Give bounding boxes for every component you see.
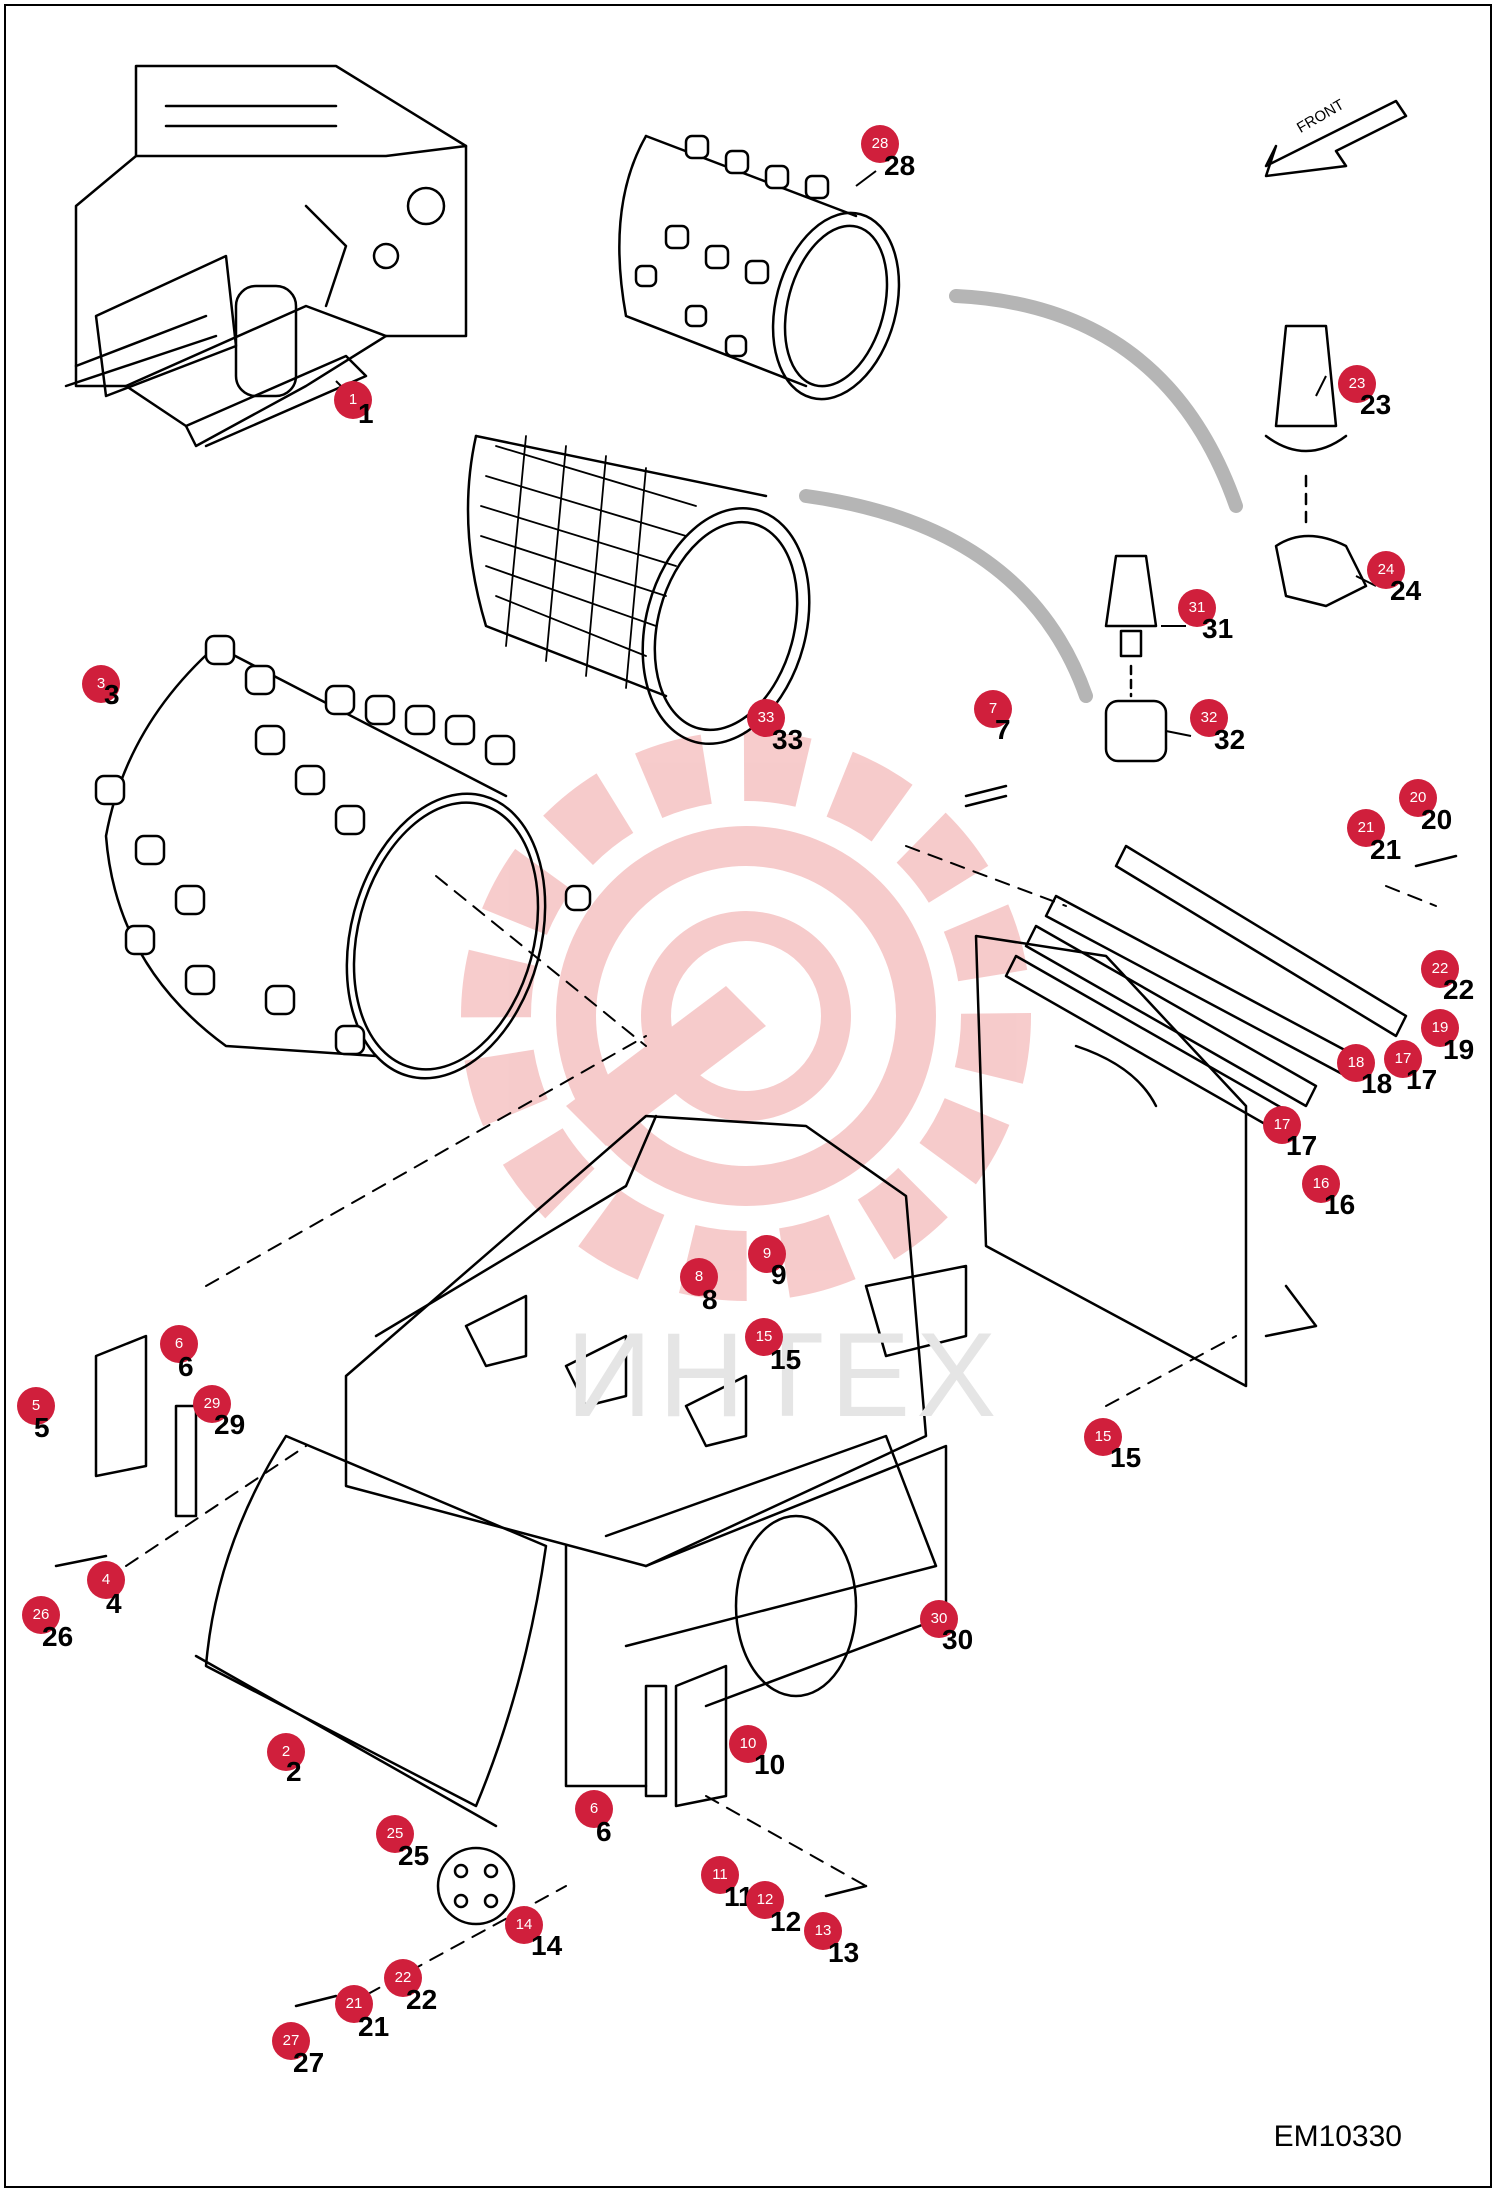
tooth-and-holder bbox=[1264, 324, 1368, 608]
callout-label-c15a: 15 bbox=[770, 1344, 802, 1375]
callout-badge-c2: 2 bbox=[267, 1733, 305, 1771]
watermark-text: ИНТЕХ bbox=[566, 1308, 1003, 1442]
callout-badge-c21a: 21 bbox=[1347, 809, 1385, 847]
callout-label-c12: 12 bbox=[770, 1906, 802, 1937]
callout-label-c17b: 17 bbox=[1406, 1064, 1438, 1095]
callout-label-c31: 31 bbox=[1202, 613, 1234, 644]
callout-label-c21a: 21 bbox=[1370, 834, 1402, 865]
small-drum bbox=[618, 134, 901, 401]
callout-badge-c24: 24 bbox=[1367, 551, 1405, 589]
callout-label-c26: 26 bbox=[42, 1621, 74, 1652]
attachment-assembly bbox=[64, 64, 468, 448]
drawing-code: EM10330 bbox=[1273, 2120, 1402, 2153]
callout-badge-c20: 20 bbox=[1399, 779, 1437, 817]
callout-label-c4: 4 bbox=[106, 1588, 122, 1619]
exploded-parts-diagram bbox=[54, 64, 1458, 2008]
callout-badge-c3: 3 bbox=[82, 665, 120, 703]
callout-label-c32: 32 bbox=[1214, 724, 1246, 755]
callout-badge-c25: 25 bbox=[376, 1815, 414, 1853]
callout-label-c29: 29 bbox=[214, 1409, 246, 1440]
callout-badge-c12: 12 bbox=[746, 1881, 784, 1919]
callout-label-c21b: 21 bbox=[358, 2011, 390, 2042]
callout-badge-c4: 4 bbox=[87, 1561, 125, 1599]
callout-badge-c5: 5 bbox=[17, 1387, 55, 1425]
callout-badge-c14: 14 bbox=[505, 1906, 543, 1944]
pad-drum bbox=[94, 634, 592, 1080]
callout-badge-c27: 27 bbox=[272, 2022, 310, 2060]
callout-badge-c21b: 21 bbox=[335, 1985, 373, 2023]
pick-and-sleeve bbox=[1104, 554, 1168, 763]
callout-badge-c28: 28 bbox=[861, 125, 899, 163]
callout-badge-c15b: 15 bbox=[1084, 1418, 1122, 1456]
callout-badge-c30: 30 bbox=[920, 1600, 958, 1638]
callout-label-c13: 13 bbox=[828, 1937, 860, 1968]
callout-label-c1: 1 bbox=[358, 398, 374, 429]
callout-label-c18: 18 bbox=[1361, 1068, 1393, 1099]
callout-badge-c22b: 22 bbox=[384, 1959, 422, 1997]
callout-badge-c10: 10 bbox=[729, 1725, 767, 1763]
callout-badge-c7: 7 bbox=[974, 690, 1012, 728]
callout-badge-c15a: 15 bbox=[745, 1318, 783, 1356]
hub-flange bbox=[436, 1846, 516, 1926]
callout-label-c15b: 15 bbox=[1110, 1442, 1142, 1473]
fasteners bbox=[54, 784, 1458, 2008]
callout-badge-c6a: 6 bbox=[160, 1325, 198, 1363]
callout-label-c17a: 17 bbox=[1286, 1130, 1318, 1161]
callout-badge-c9: 9 bbox=[748, 1235, 786, 1273]
callout-label-c6a: 6 bbox=[178, 1351, 194, 1382]
callout-label-c5: 5 bbox=[34, 1412, 50, 1443]
callout-label-c14: 14 bbox=[531, 1930, 563, 1961]
side-brackets bbox=[94, 1334, 728, 1808]
callout-label-c28: 28 bbox=[884, 150, 916, 181]
callout-label-c25: 25 bbox=[398, 1840, 430, 1871]
callout-badge-c19: 19 bbox=[1421, 1009, 1459, 1047]
callout-label-c9: 9 bbox=[771, 1259, 787, 1290]
callout-badge-c6b: 6 bbox=[575, 1790, 613, 1828]
callout-label-c3: 3 bbox=[104, 679, 120, 710]
callout-label-c19: 19 bbox=[1443, 1034, 1475, 1065]
callout-badge-c32: 32 bbox=[1190, 699, 1228, 737]
tooth-drum bbox=[466, 434, 811, 745]
callout-label-c30: 30 bbox=[942, 1624, 974, 1655]
callout-badge-c13: 13 bbox=[804, 1912, 842, 1950]
callout-label-c33: 33 bbox=[772, 724, 804, 755]
callout-badge-c26: 26 bbox=[22, 1596, 60, 1634]
callout-label-c20: 20 bbox=[1421, 804, 1453, 835]
callout-badge-c31: 31 bbox=[1178, 589, 1216, 627]
callout-badge-c1: 1 bbox=[334, 381, 372, 419]
callout-label-c8: 8 bbox=[702, 1284, 718, 1315]
wear-strips bbox=[1004, 844, 1408, 1138]
housing-frame bbox=[344, 1114, 968, 1788]
callout-badge-c11: 11 bbox=[701, 1856, 739, 1894]
callout-badge-c22a: 22 bbox=[1421, 950, 1459, 988]
assembly-lines bbox=[125, 845, 1437, 2007]
callout-label-c24: 24 bbox=[1390, 575, 1422, 606]
callout-label-c22a: 22 bbox=[1443, 974, 1475, 1005]
callout-badge-c17a: 17 bbox=[1263, 1106, 1301, 1144]
callout-label-c22b: 22 bbox=[406, 1984, 438, 2015]
callout-badge-c18: 18 bbox=[1337, 1044, 1375, 1082]
callout-badge-c16: 16 bbox=[1302, 1165, 1340, 1203]
callout-badge-c8: 8 bbox=[680, 1258, 718, 1296]
front-arrow-shape bbox=[1264, 99, 1408, 178]
callout-label-c10: 10 bbox=[754, 1749, 786, 1780]
callout-label-c6b: 6 bbox=[596, 1816, 612, 1847]
callout-badge-c17b: 17 bbox=[1384, 1040, 1422, 1078]
side-plate bbox=[974, 934, 1318, 1388]
callout-badge-c33: 33 bbox=[747, 699, 785, 737]
callout-label-c7: 7 bbox=[995, 714, 1011, 745]
cover-plate bbox=[194, 1434, 548, 1828]
callout-label-c23: 23 bbox=[1360, 389, 1392, 420]
callout-label-c2: 2 bbox=[286, 1756, 302, 1787]
watermark-gear-logo bbox=[461, 731, 1031, 1301]
callout-label-c16: 16 bbox=[1324, 1189, 1356, 1220]
callout-badge-c29: 29 bbox=[193, 1385, 231, 1423]
callout-label-c27: 27 bbox=[293, 2047, 325, 2078]
callout-badge-c23: 23 bbox=[1338, 365, 1376, 403]
